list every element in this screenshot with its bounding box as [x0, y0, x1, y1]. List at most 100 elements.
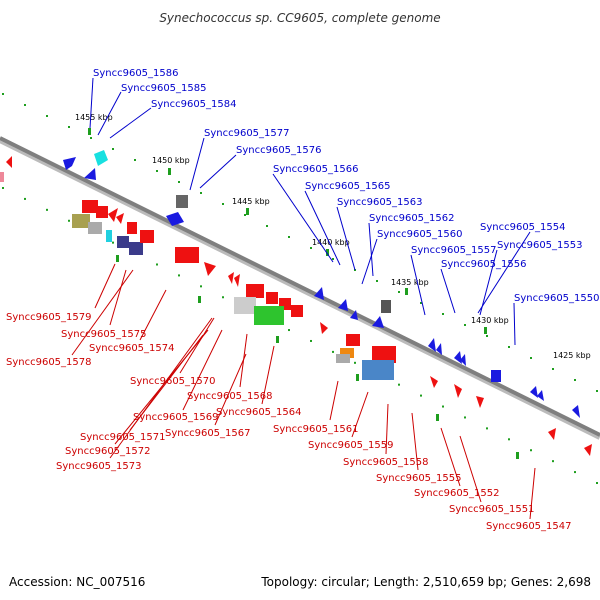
gene-block[interactable] — [0, 172, 4, 182]
gene-label[interactable]: Syncc9605_1572 — [65, 446, 151, 457]
gene-label[interactable]: Syncc9605_1575 — [61, 329, 147, 340]
gene-label[interactable]: Syncc9605_1585 — [121, 83, 207, 94]
gene-block[interactable] — [106, 230, 112, 242]
gene-label[interactable]: Syncc9605_1573 — [56, 461, 142, 472]
leader-line — [97, 91, 122, 136]
gene-arrow[interactable] — [314, 287, 324, 300]
tick-dot — [2, 186, 4, 189]
gene-label[interactable]: Syncc9605_1554 — [480, 222, 566, 233]
gene-label[interactable]: Syncc9605_1560 — [377, 229, 463, 240]
gene-arrow[interactable] — [94, 150, 108, 166]
gene-block[interactable] — [140, 230, 154, 243]
gene-block[interactable] — [381, 300, 391, 313]
gene-block[interactable] — [88, 222, 102, 234]
gene-arrow[interactable] — [234, 274, 240, 287]
gene-block[interactable] — [175, 247, 199, 263]
gene-block[interactable] — [336, 354, 350, 363]
gene-block[interactable] — [129, 242, 143, 255]
tick-dot — [310, 247, 312, 249]
gene-block[interactable] — [346, 334, 360, 346]
gene-arrow[interactable] — [476, 396, 484, 408]
gene-block[interactable] — [117, 236, 129, 248]
leader-line — [214, 353, 247, 426]
gene-label[interactable]: Syncc9605_1557 — [411, 245, 497, 256]
gene-label[interactable]: Syncc9605_1564 — [216, 407, 302, 418]
gene-arrow[interactable] — [584, 444, 592, 456]
gene-label[interactable]: Syncc9605_1570 — [130, 376, 216, 387]
gene-label[interactable]: Syncc9605_1561 — [273, 424, 359, 435]
gene-label[interactable]: Syncc9605_1565 — [305, 181, 391, 192]
scale-label: 1455 kbp — [75, 113, 113, 122]
scale-label: 1430 kbp — [471, 316, 509, 325]
gene-arrow[interactable] — [116, 213, 124, 224]
gene-arrow[interactable] — [63, 157, 76, 170]
gene-label[interactable]: Syncc9605_1562 — [369, 213, 455, 224]
gene-label[interactable]: Syncc9605_1551 — [449, 504, 535, 515]
gene-block[interactable] — [96, 206, 108, 218]
tick-dot — [46, 208, 48, 211]
tick-dot — [574, 379, 576, 381]
gene-label[interactable]: Syncc9605_1550 — [514, 293, 600, 304]
gene-arrow[interactable] — [228, 272, 234, 284]
gene-label[interactable]: Syncc9605_1569 — [133, 412, 219, 423]
gene-label[interactable]: Syncc9605_1577 — [204, 128, 290, 139]
gene-label[interactable]: Syncc9605_1571 — [80, 432, 166, 443]
gene-arrow[interactable] — [572, 405, 580, 418]
gene-label[interactable]: Syncc9605_1547 — [486, 521, 572, 532]
gene-block[interactable] — [72, 214, 90, 228]
gene-label[interactable]: Syncc9605_1566 — [273, 164, 359, 175]
gene-label[interactable]: Syncc9605_1555 — [376, 473, 462, 484]
gene-label[interactable]: Syncc9605_1553 — [497, 240, 583, 251]
gene-arrow[interactable] — [460, 354, 466, 366]
gene-label[interactable]: Syncc9605_1579 — [6, 312, 92, 323]
gene-arrow[interactable] — [430, 376, 438, 388]
gene-block[interactable] — [491, 370, 501, 382]
gene-label[interactable]: Syncc9605_1559 — [308, 440, 394, 451]
gene-arrow[interactable] — [454, 384, 462, 398]
gene-label[interactable]: Syncc9605_1556 — [441, 259, 527, 270]
gene-block[interactable] — [340, 348, 354, 358]
gene-label[interactable]: Syncc9605_1552 — [414, 488, 500, 499]
gene-block[interactable] — [234, 297, 256, 314]
gene-arrow[interactable] — [436, 343, 442, 355]
gene-arrow[interactable] — [350, 310, 358, 320]
leader-line — [199, 154, 237, 189]
scale-labels: 1455 kbp 1450 kbp 1445 kbp 1440 kbp 1435… — [75, 113, 591, 360]
leader-line — [304, 190, 341, 266]
tick-dot — [68, 126, 70, 128]
gene-label[interactable]: Syncc9605_1563 — [337, 197, 423, 208]
gene-label[interactable]: Syncc9605_1586 — [93, 68, 179, 79]
gene-block[interactable] — [176, 195, 188, 208]
gene-arrow[interactable] — [454, 351, 462, 364]
gene-label[interactable]: Syncc9605_1568 — [187, 391, 273, 402]
gene-label[interactable]: Syncc9605_1578 — [6, 357, 92, 368]
gene-block[interactable] — [82, 200, 98, 213]
gene-arrow[interactable] — [320, 322, 328, 334]
gene-label[interactable]: Syncc9605_1584 — [151, 99, 237, 110]
gene-arrow[interactable] — [537, 390, 544, 401]
tick-dot — [420, 394, 422, 397]
gene-arrow[interactable] — [166, 212, 184, 226]
gene-label[interactable]: Syncc9605_1574 — [89, 343, 175, 354]
gene-arrow[interactable] — [204, 262, 216, 276]
gene-arrow[interactable] — [108, 208, 118, 222]
gene-arrow[interactable] — [530, 386, 538, 398]
gene-label[interactable]: Syncc9605_1576 — [236, 145, 322, 156]
gene-block[interactable] — [246, 284, 264, 298]
gene-arrow[interactable] — [84, 168, 96, 180]
gene-label[interactable]: Syncc9605_1567 — [165, 428, 251, 439]
gene-block[interactable] — [254, 306, 284, 325]
tick-dot — [200, 192, 202, 194]
gene-block[interactable] — [127, 222, 137, 234]
gene-label[interactable]: Syncc9605_1558 — [343, 457, 429, 468]
tick-dot — [530, 449, 532, 452]
gene-arrow[interactable] — [6, 156, 12, 168]
gene-block[interactable] — [266, 292, 278, 304]
gene-block[interactable] — [291, 305, 303, 317]
gene-arrow[interactable] — [428, 338, 436, 352]
gene-block[interactable] — [362, 360, 394, 380]
gene-arrow[interactable] — [338, 299, 348, 311]
gene-arrow[interactable] — [548, 428, 556, 440]
gene-arrow[interactable] — [372, 316, 384, 328]
gene-block[interactable] — [372, 346, 396, 363]
